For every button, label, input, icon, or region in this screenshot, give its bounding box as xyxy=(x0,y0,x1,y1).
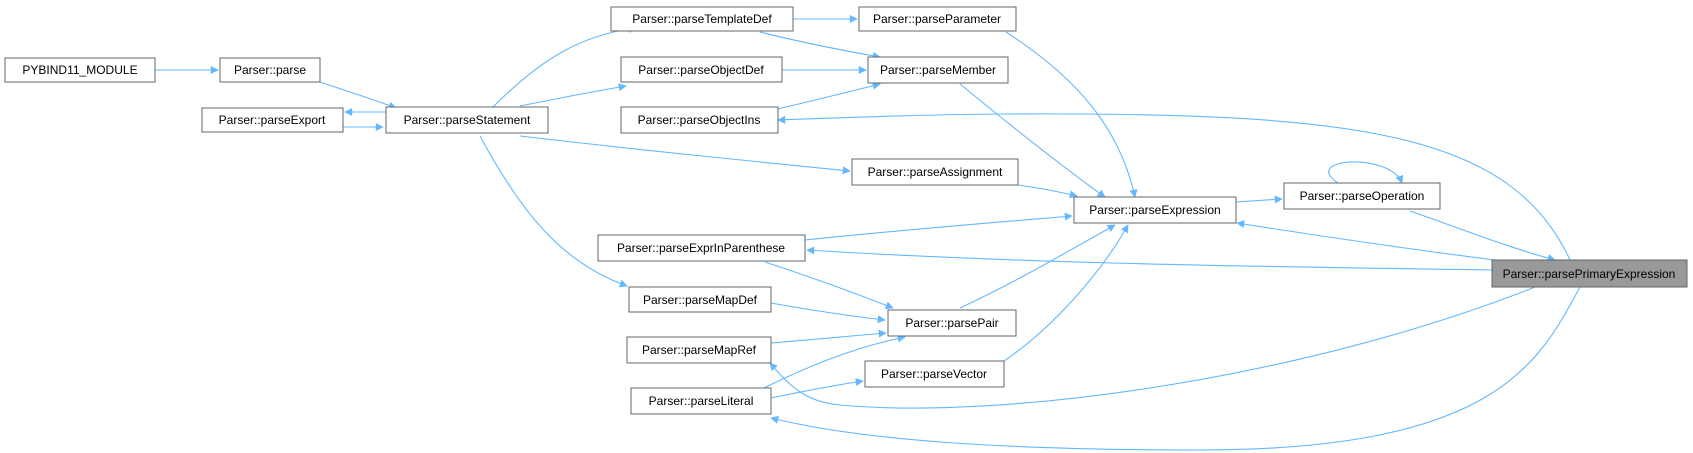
edge-parseprimaryexpression-to-parseexpression xyxy=(1236,220,1496,261)
edge-parseliteral-to-parsepair xyxy=(759,334,906,391)
edge-parseexpression-to-parseoperation xyxy=(1235,195,1283,204)
node-label: Parser::parseStatement xyxy=(404,113,531,127)
node-parser-parsemember[interactable]: Parser::parseMember xyxy=(867,56,1009,84)
node-parser-parseparameter[interactable]: Parser::parseParameter xyxy=(858,6,1017,32)
node-parser-parseobjectins[interactable]: Parser::parseObjectIns xyxy=(620,106,779,134)
node-label: Parser::parseOperation xyxy=(1300,189,1425,203)
node-label: Parser::parseMember xyxy=(880,63,996,77)
node-label: Parser::parseParameter xyxy=(873,12,1001,26)
node-label: Parser::parseExprInParenthese xyxy=(617,241,785,255)
edge-parseliteral-to-parsevector xyxy=(770,378,864,399)
edge-parseoperation-to-parseoperation xyxy=(1328,161,1404,184)
edge-parseprimaryexpression-to-parseexprinparenthese xyxy=(806,246,1496,271)
edge-parsestatement-to-parsetemplatedef xyxy=(492,24,637,108)
node-label: PYBIND11_MODULE xyxy=(22,63,137,77)
node-label: Parser::parseMapRef xyxy=(642,343,757,357)
edge-parsevector-to-parseexpression xyxy=(1003,224,1129,362)
edge-parseprimaryexpression-to-parsemapref xyxy=(769,286,1536,409)
node-parser-parsetemplatedef[interactable]: Parser::parseTemplateDef xyxy=(610,6,794,32)
node-label: Parser::parseExpression xyxy=(1089,203,1220,217)
node-parser-parsemapdef[interactable]: Parser::parseMapDef xyxy=(628,286,772,313)
edge-parsetemplatedef-to-parsemember xyxy=(759,31,881,60)
node-parser-parse[interactable]: Parser::parse xyxy=(219,57,321,83)
node-parser-parseobjectdef[interactable]: Parser::parseObjectDef xyxy=(620,56,783,83)
node-label: Parser::parseAssignment xyxy=(868,165,1003,179)
node-parser-parsevector[interactable]: Parser::parseVector xyxy=(864,360,1005,388)
node-parser-parseoperation[interactable]: Parser::parseOperation xyxy=(1283,182,1441,210)
node-label: Parser::parseObjectDef xyxy=(638,63,764,77)
edge-parsestatement-to-parseassignment xyxy=(519,135,851,175)
edge-parsestatement-to-parsemapdef xyxy=(479,135,628,288)
node-parser-parseexprinparenthese[interactable]: Parser::parseExprInParenthese xyxy=(597,234,806,262)
node-label: Parser::parseMapDef xyxy=(643,293,758,307)
node-parser-parseexpression[interactable]: Parser::parseExpression xyxy=(1073,196,1237,224)
node-label: Parser::parsePair xyxy=(905,316,998,330)
node-parser-parseprimaryexpression[interactable]: Parser::parsePrimaryExpression xyxy=(1491,259,1688,288)
edge-parseexprinparenthese-to-parseexpression xyxy=(804,212,1073,241)
node-label: Parser::parseLiteral xyxy=(649,394,754,408)
node-label: Parser::parseExport xyxy=(219,113,326,127)
node-label: Parser::parseObjectIns xyxy=(638,113,761,127)
node-parser-parseexport[interactable]: Parser::parseExport xyxy=(201,107,344,133)
edge-parseprimaryexpression-to-parseobjectins xyxy=(777,113,1571,261)
node-parser-parseliteral[interactable]: Parser::parseLiteral xyxy=(630,387,772,415)
edge-parsemapref-to-parsepair xyxy=(770,329,887,344)
edge-parsemapdef-to-parsepair xyxy=(770,302,886,324)
node-parser-parsepair[interactable]: Parser::parsePair xyxy=(887,309,1017,337)
node-parser-parsestatement[interactable]: Parser::parseStatement xyxy=(385,106,549,134)
edge-parsepair-to-parseexpression xyxy=(959,224,1116,309)
edge-parsemember-to-parseexpression xyxy=(959,83,1106,198)
edge-parseexprinparenthese-to-parsepair xyxy=(764,261,894,310)
edge-parseassignment-to-parseexpression xyxy=(1017,184,1078,199)
node-label: Parser::parsePrimaryExpression xyxy=(1503,267,1676,281)
edge-parseparameter-to-parseexpression xyxy=(1005,31,1138,198)
node-label: Parser::parseVector xyxy=(881,367,987,381)
node-pybind11-module[interactable]: PYBIND11_MODULE xyxy=(4,57,156,83)
edge-parsestatement-to-parseobjectdef xyxy=(519,83,627,107)
node-label: Parser::parseTemplateDef xyxy=(632,12,772,26)
node-label: Parser::parse xyxy=(234,63,306,77)
edge-parseoperation-to-parseprimaryexpression xyxy=(1409,210,1556,263)
edge-parseprimaryexpression-to-parseliteral xyxy=(770,286,1581,451)
node-parser-parseassignment[interactable]: Parser::parseAssignment xyxy=(851,158,1019,186)
edge-parse-to-parsestatement xyxy=(319,81,397,110)
node-parser-parsemapref[interactable]: Parser::parseMapRef xyxy=(626,336,772,364)
